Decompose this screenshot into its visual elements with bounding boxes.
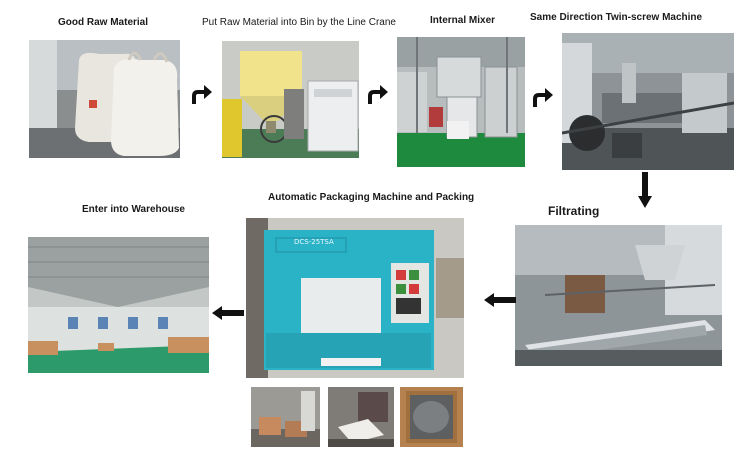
arrow-left-icon <box>484 293 516 307</box>
photo-raw-material-bin <box>222 41 359 158</box>
curved-arrow-icon <box>530 87 554 109</box>
photo-packing-3 <box>400 387 463 447</box>
photo-filtrating <box>515 225 722 366</box>
photo-packaging-machine: DCS-25TSA <box>246 218 464 378</box>
step-label-warehouse: Enter into Warehouse <box>82 204 185 215</box>
photo-warehouse <box>28 237 209 373</box>
photo-raw-material-bags <box>29 40 180 158</box>
step-label-twin-screw: Same Direction Twin-screw Machine <box>530 12 703 23</box>
curved-arrow-icon <box>365 84 389 106</box>
machine-name-plate: DCS-25TSA <box>294 238 334 246</box>
step-label-filtrating: Filtrating <box>548 204 600 218</box>
step-label-put-raw-material: Put Raw Material into Bin by the Line Cr… <box>202 17 396 28</box>
arrow-left-icon <box>212 306 244 320</box>
curved-arrow-icon <box>189 84 213 106</box>
step-label-good-raw-material: Good Raw Material <box>58 17 149 28</box>
photo-packing-2 <box>328 387 394 447</box>
photo-packing-1 <box>251 387 320 447</box>
step-label-internal-mixer: Internal Mixer <box>430 15 496 26</box>
photo-twin-screw-machine <box>562 33 734 170</box>
step-label-packaging: Automatic Packaging Machine and Packing <box>268 192 475 203</box>
arrow-down-icon <box>638 172 652 208</box>
photo-internal-mixer <box>397 37 525 167</box>
